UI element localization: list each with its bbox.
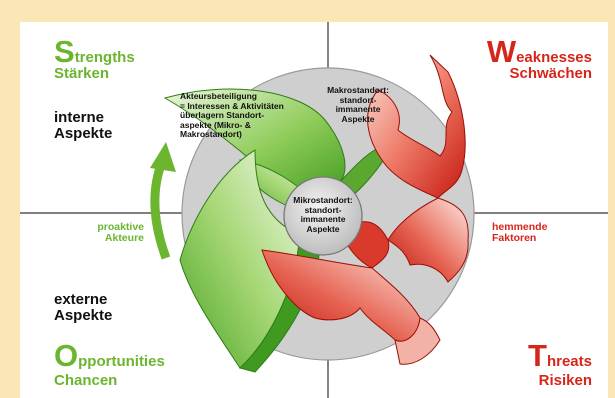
micro-line2: standort- (304, 204, 342, 215)
macro-line3: immanente (335, 104, 381, 115)
actors-line3: überlagern Standort- (180, 110, 265, 121)
weaknesses-subtitle: Schwächen (509, 65, 592, 82)
red-blade-upper (367, 54, 466, 199)
opportunities-title: Opportunities (54, 338, 165, 373)
proactive-line2: Akteure (104, 232, 144, 245)
actors-line1: Akteursbeteiligung (180, 91, 257, 101)
weaknesses-title: Weaknesses (486, 34, 592, 69)
macro-line4: Aspekte (341, 113, 375, 124)
strengths-subtitle: Stärken (54, 65, 110, 82)
internal-aspects-line2: Aspekte (54, 124, 113, 142)
threats-title: Threats (528, 338, 592, 373)
macro-location-note: Makrostandort: standort- immanente Aspek… (318, 85, 398, 124)
micro-line3: immanente (300, 214, 346, 225)
external-aspects-line1: externe (54, 291, 108, 308)
actors-line4: aspekte (Mikro- & (180, 119, 251, 130)
strengths-title: Strengths (54, 34, 135, 69)
micro-location-circle (283, 176, 363, 256)
threats-subtitle: Risiken (538, 372, 592, 389)
red-blade-lower-light (394, 317, 441, 365)
external-aspects-line2: Aspekte (54, 306, 113, 324)
proactive-arrow (150, 160, 171, 260)
proactive-arrow-head (150, 142, 176, 172)
proactive-actors-label: proaktive Akteure (82, 221, 144, 245)
inhibiting-factors-label: hemmende Faktoren (492, 221, 548, 245)
external-aspects-label: externe Aspekte (54, 292, 112, 324)
macro-line2: standort- (339, 94, 377, 105)
micro-location-note: Mikrostandort: standort- immanente Aspek… (286, 195, 360, 234)
macro-line1: Makrostandort: (327, 85, 389, 95)
inhibiting-line2: Faktoren (492, 232, 537, 245)
actors-line5: Makrostandort) (180, 129, 242, 140)
proactive-line1: proaktive (97, 221, 144, 233)
inhibiting-line1: hemmende (492, 221, 548, 233)
actor-participation-note: Akteursbeteiligung = Interessen & Aktivi… (180, 91, 310, 140)
micro-line1: Mikrostandort: (293, 195, 353, 205)
internal-aspects-line1: interne (54, 109, 105, 126)
red-blade-right (387, 197, 469, 283)
micro-line4: Aspekte (306, 223, 340, 234)
opportunities-subtitle: Chancen (54, 372, 118, 389)
actors-line2: = Interessen & Aktivitäten (180, 100, 284, 111)
internal-aspects-label: interne Aspekte (54, 110, 112, 142)
